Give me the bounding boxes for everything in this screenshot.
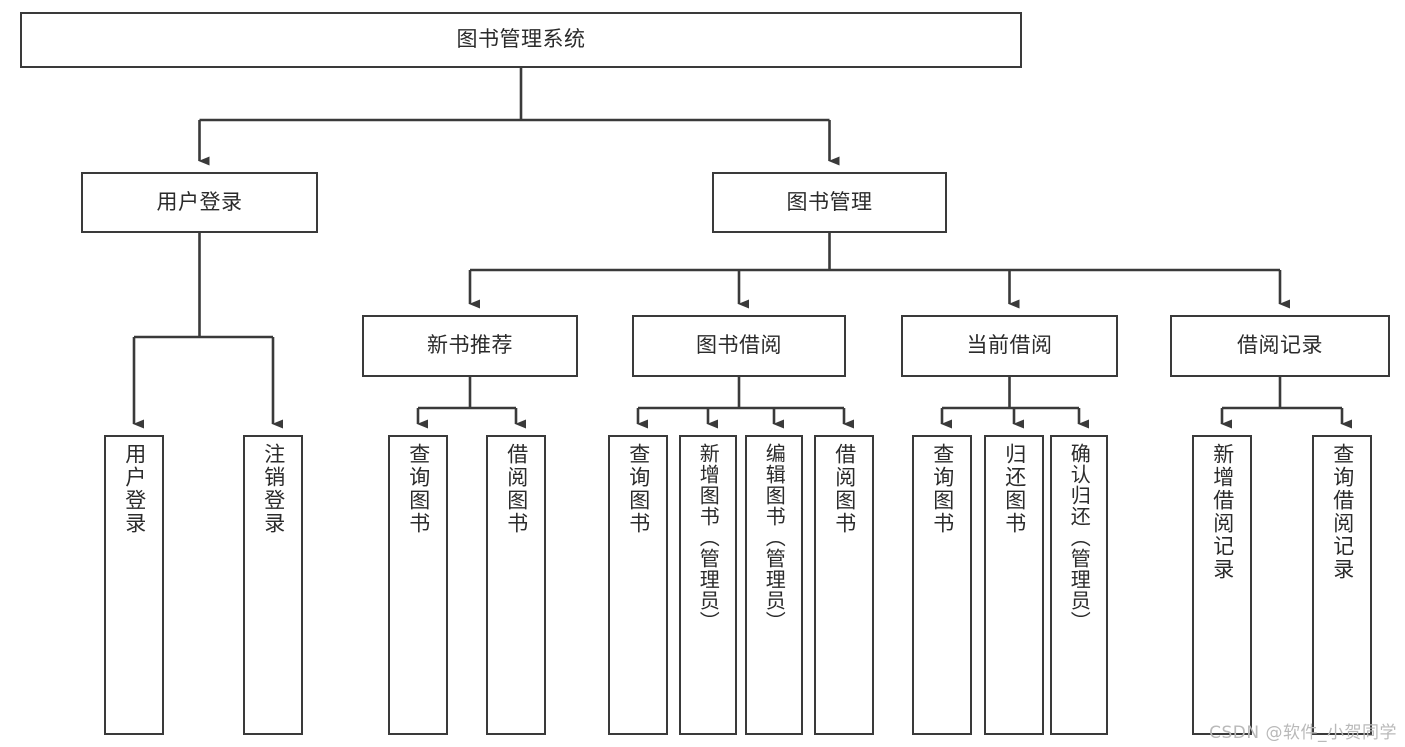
node-leaf-add-borrow-record[interactable]: 新增借阅记录 — [1192, 435, 1252, 735]
node-leaf-user-login[interactable]: 用户登录 — [104, 435, 164, 735]
node-label-leaf-borrow-book-2: 借阅图书 — [832, 443, 857, 535]
node-label-new-book-recommend: 新书推荐 — [427, 333, 513, 358]
node-label-leaf-add-borrow-record: 新增借阅记录 — [1210, 443, 1235, 581]
node-label-current-borrow: 当前借阅 — [966, 333, 1053, 358]
node-leaf-return-book[interactable]: 归还图书 — [984, 435, 1044, 735]
watermark-text: CSDN @软件_小贺同学 — [1209, 723, 1397, 743]
node-label-leaf-user-login: 用户登录 — [122, 443, 147, 535]
node-leaf-confirm-return-admin[interactable]: 确认归还（管理员） — [1050, 435, 1108, 735]
node-leaf-borrow-book-2[interactable]: 借阅图书 — [814, 435, 874, 735]
node-label-user-login: 用户登录 — [156, 189, 243, 214]
node-new-book-recommend[interactable]: 新书推荐 — [362, 315, 578, 377]
node-leaf-query-book-2[interactable]: 查询图书 — [608, 435, 668, 735]
node-leaf-borrow-book-1[interactable]: 借阅图书 — [486, 435, 546, 735]
node-leaf-user-logout[interactable]: 注销登录 — [243, 435, 303, 735]
node-label-book-borrow: 图书借阅 — [696, 333, 782, 358]
node-label-leaf-return-book: 归还图书 — [1002, 443, 1027, 535]
node-root[interactable]: 图书管理系统 — [20, 12, 1022, 68]
node-current-borrow[interactable]: 当前借阅 — [901, 315, 1118, 377]
node-label-leaf-query-borrow-record: 查询借阅记录 — [1330, 443, 1355, 581]
node-label-book-manage: 图书管理 — [786, 189, 873, 214]
node-label-leaf-query-book-3: 查询图书 — [930, 443, 955, 535]
node-leaf-query-book-3[interactable]: 查询图书 — [912, 435, 972, 735]
node-label-leaf-query-book-1: 查询图书 — [406, 443, 431, 535]
node-borrow-record[interactable]: 借阅记录 — [1170, 315, 1390, 377]
node-leaf-edit-book-admin[interactable]: 编辑图书（管理员） — [745, 435, 803, 735]
node-leaf-add-book-admin[interactable]: 新增图书（管理员） — [679, 435, 737, 735]
node-label-leaf-add-book-admin: 新增图书（管理员） — [696, 443, 721, 632]
node-label-leaf-confirm-return-admin: 确认归还（管理员） — [1067, 443, 1092, 632]
node-book-borrow[interactable]: 图书借阅 — [632, 315, 846, 377]
node-leaf-query-borrow-record[interactable]: 查询借阅记录 — [1312, 435, 1372, 735]
node-label-leaf-query-book-2: 查询图书 — [626, 443, 651, 535]
node-label-leaf-borrow-book-1: 借阅图书 — [504, 443, 529, 535]
node-label-leaf-user-logout: 注销登录 — [261, 443, 286, 535]
node-label-borrow-record: 借阅记录 — [1237, 333, 1323, 358]
node-label-leaf-edit-book-admin: 编辑图书（管理员） — [762, 443, 787, 632]
node-label-root: 图书管理系统 — [456, 27, 586, 52]
node-leaf-query-book-1[interactable]: 查询图书 — [388, 435, 448, 735]
node-user-login[interactable]: 用户登录 — [81, 172, 318, 233]
node-book-manage[interactable]: 图书管理 — [712, 172, 947, 233]
